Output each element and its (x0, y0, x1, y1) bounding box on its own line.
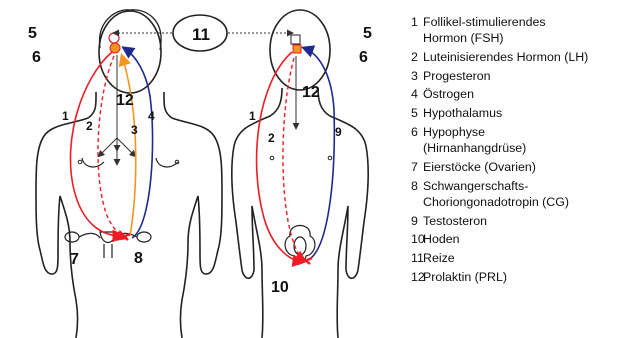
legend-text-line: Eierstöcke (Ovarien) (423, 159, 626, 175)
legend-text: Östrogen (423, 86, 626, 102)
legend-number: 6 (411, 124, 423, 156)
legend-text-line: Reize (423, 250, 626, 266)
legend-number: 11 (411, 250, 423, 266)
legend-text: Eierstöcke (Ovarien) (423, 159, 626, 175)
legend-text: Reize (423, 250, 626, 266)
legend-number: 5 (411, 105, 423, 121)
male-label-6: 6 (359, 49, 368, 66)
legend-number: 3 (411, 68, 423, 84)
female-nipple-left (78, 160, 82, 164)
female-body-outline (36, 92, 222, 338)
male-pituitary (293, 45, 301, 53)
legend-text-line: Östrogen (423, 86, 626, 102)
female-label-1: 1 (62, 109, 69, 123)
legend-text: Schwangerschafts-Choriongonadotropin (CG… (423, 178, 626, 210)
male-body-outline (232, 88, 368, 338)
legend-number: 7 (411, 159, 423, 175)
legend-number: 9 (411, 213, 423, 229)
male-label-10: 10 (271, 279, 289, 296)
male-label-5: 5 (363, 25, 372, 42)
male-hypothalamus (291, 35, 300, 44)
legend-text: Luteinisierendes Hormon (LH) (423, 49, 626, 65)
female-label-7: 7 (70, 251, 79, 268)
legend-text: Hoden (423, 231, 626, 247)
lh-pathway-female (98, 56, 126, 238)
legend-number: 4 (411, 86, 423, 102)
hormone-diagram: 5 6 12 1 2 3 4 7 8 11 5 6 12 1 2 9 10 (0, 0, 400, 338)
legend-text-line: (Hirnanhangdrüse) (423, 140, 626, 156)
legend-text-line: Follikel-stimulierendes (423, 14, 626, 30)
legend-number: 1 (411, 14, 423, 46)
female-label-5: 5 (28, 25, 37, 42)
legend-number: 12 (411, 269, 423, 285)
legend-number: 2 (411, 49, 423, 65)
legend-number: 10 (411, 231, 423, 247)
estrogen-pathway (124, 48, 153, 238)
female-chest-outline (82, 158, 178, 167)
female-label-2: 2 (86, 119, 93, 133)
male-nipple-right (328, 156, 332, 160)
legend-text-line: Hoden (423, 231, 626, 247)
female-label-12: 12 (116, 92, 134, 109)
legend-text: Hypophyse(Hirnanhangdrüse) (423, 124, 626, 156)
legend-text-line: Hypophyse (423, 124, 626, 140)
progesterone-pathway (122, 56, 136, 236)
female-label-4: 4 (148, 109, 155, 123)
male-label-2: 2 (268, 131, 275, 145)
male-label-12: 12 (302, 84, 320, 101)
legend-text: Progesteron (423, 68, 626, 84)
legend-text-line: Schwangerschafts- (423, 178, 626, 194)
legend-text-line: Luteinisierendes Hormon (LH) (423, 49, 626, 65)
legend-text-line: Hormon (FSH) (423, 30, 626, 46)
legend-text-line: Progesteron (423, 68, 626, 84)
female-prolactin-arrows (99, 55, 135, 164)
male-label-1: 1 (249, 109, 256, 123)
female-label-6: 6 (32, 49, 41, 66)
fsh-pathway-male (257, 52, 302, 262)
female-label-3: 3 (131, 123, 138, 137)
male-nipple-left (270, 156, 274, 160)
stimulus-label-11: 11 (192, 25, 210, 44)
male-gonad-marker (298, 256, 312, 264)
male-label-9: 9 (335, 125, 342, 139)
fsh-pathway-female (70, 52, 122, 236)
male-figure (232, 10, 368, 338)
legend-text-line: Choriongonadotropin (CG) (423, 194, 626, 210)
legend-text-line: Prolaktin (PRL) (423, 269, 626, 285)
legend-text-line: Hypothalamus (423, 105, 626, 121)
legend-number: 8 (411, 178, 423, 210)
female-hypothalamus (109, 33, 119, 43)
female-hair-outline (100, 10, 162, 50)
legend-text-line: Testosteron (423, 213, 626, 229)
legend-text: Hypothalamus (423, 105, 626, 121)
legend-text: Testosteron (423, 213, 626, 229)
legend-text: Prolaktin (PRL) (423, 269, 626, 285)
female-label-8: 8 (134, 250, 143, 267)
female-figure (36, 10, 222, 338)
